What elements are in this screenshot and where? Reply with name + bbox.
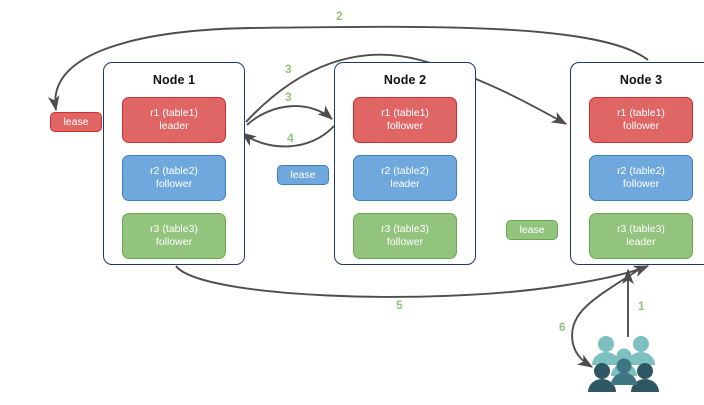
node-title: Node 2 xyxy=(383,73,427,87)
replica-id: r3 (table3) xyxy=(381,223,429,235)
client-users-icon xyxy=(588,336,659,392)
arrow-step-2 xyxy=(47,25,649,112)
node3-replica-r3[interactable]: r3 (table3) leader xyxy=(589,213,693,259)
replica-id: r1 (table1) xyxy=(381,107,429,119)
arrow-step-3-to-node3 xyxy=(245,53,567,125)
node1-replica-r1[interactable]: r1 (table1) leader xyxy=(122,97,226,143)
replica-id: r1 (table1) xyxy=(617,107,665,119)
node2-replica-r1[interactable]: r1 (table1) follower xyxy=(353,97,457,143)
step-label-3b: 3 xyxy=(285,90,292,104)
replica-role: follower xyxy=(386,120,424,132)
step-label-1: 1 xyxy=(638,299,645,313)
replica-role: follower xyxy=(155,178,193,190)
users-front-row xyxy=(588,363,659,392)
replica-id: r2 (table2) xyxy=(150,165,198,177)
step-label-3a: 3 xyxy=(285,62,292,76)
users-back-row xyxy=(592,336,655,376)
replica-role: follower xyxy=(622,178,660,190)
replica-role: follower xyxy=(622,120,660,132)
users-center-figure xyxy=(611,358,637,385)
node-title: Node 1 xyxy=(152,73,196,87)
lease-badge-green[interactable]: lease xyxy=(506,220,558,240)
node3-replica-r2[interactable]: r2 (table2) follower xyxy=(589,155,693,201)
lease-badge-blue[interactable]: lease xyxy=(277,165,329,185)
lease-badge-red[interactable]: lease xyxy=(50,112,102,132)
node-container-1[interactable]: Node 1 r1 (table1) leader r2 (table2) fo… xyxy=(103,62,245,265)
replica-id: r2 (table2) xyxy=(381,165,429,177)
replica-role: leader xyxy=(159,120,189,132)
arrow-step-6 xyxy=(571,267,642,368)
node1-replica-r3[interactable]: r3 (table3) follower xyxy=(122,213,226,259)
node-container-3[interactable]: Node 3 r1 (table1) follower r2 (table2) … xyxy=(570,62,704,265)
replica-id: r3 (table3) xyxy=(617,223,665,235)
step-label-2: 2 xyxy=(336,9,343,23)
replica-id: r3 (table3) xyxy=(150,223,198,235)
replica-role: leader xyxy=(390,178,420,190)
step-label-6: 6 xyxy=(559,320,566,334)
arrow-step-4-to-node1 xyxy=(241,125,335,148)
arrow-step-5 xyxy=(175,265,650,298)
step-label-4: 4 xyxy=(287,131,294,145)
node2-replica-r3[interactable]: r3 (table3) follower xyxy=(353,213,457,259)
node3-replica-r1[interactable]: r1 (table1) follower xyxy=(589,97,693,143)
node-container-2[interactable]: Node 2 r1 (table1) follower r2 (table2) … xyxy=(334,62,476,265)
node2-replica-r2[interactable]: r2 (table2) leader xyxy=(353,155,457,201)
replica-role: follower xyxy=(155,236,193,248)
node-title: Node 3 xyxy=(619,73,663,87)
step-label-5: 5 xyxy=(396,298,403,312)
replica-id: r1 (table1) xyxy=(150,107,198,119)
replica-role: leader xyxy=(626,236,656,248)
replica-role: follower xyxy=(386,236,424,248)
replica-id: r2 (table2) xyxy=(617,165,665,177)
arrow-step-3-to-node2 xyxy=(246,105,333,126)
node1-replica-r2[interactable]: r2 (table2) follower xyxy=(122,155,226,201)
